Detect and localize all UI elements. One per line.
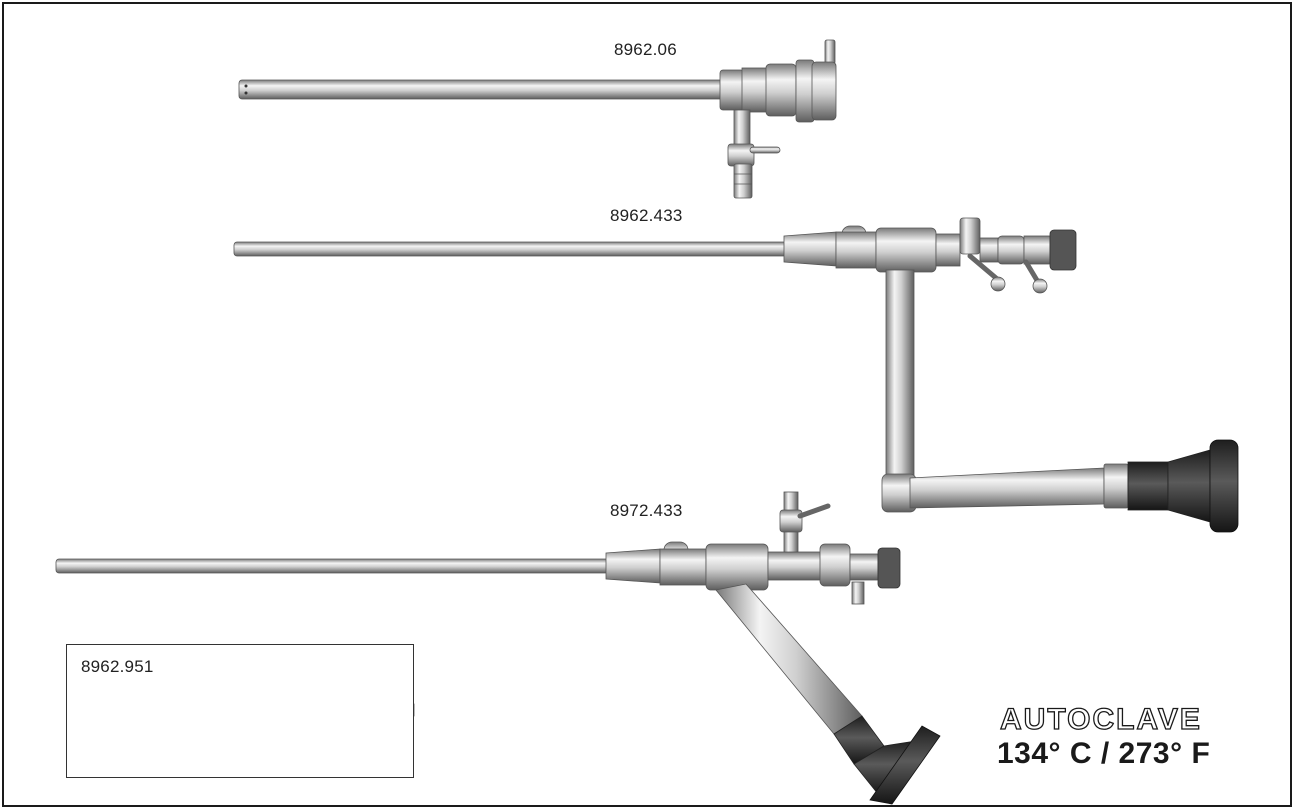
instrument-8962-433 [233,217,1239,533]
curette-inset: 8962.951 [66,644,414,778]
instrument-8962-06 [238,39,837,199]
product-label-8962-433: 8962.433 [610,206,683,225]
autoclave-temperature: 134° C / 273° F [997,737,1211,770]
autoclave-title: AUTOCLAVE [999,703,1202,736]
product-label-8962-06: 8962.06 [614,40,677,59]
product-label-8972-433: 8972.433 [610,501,683,520]
product-label-8962-951: 8962.951 [81,657,154,676]
instrument-illustrations [55,39,1239,805]
instrument-8972-433 [55,491,941,805]
